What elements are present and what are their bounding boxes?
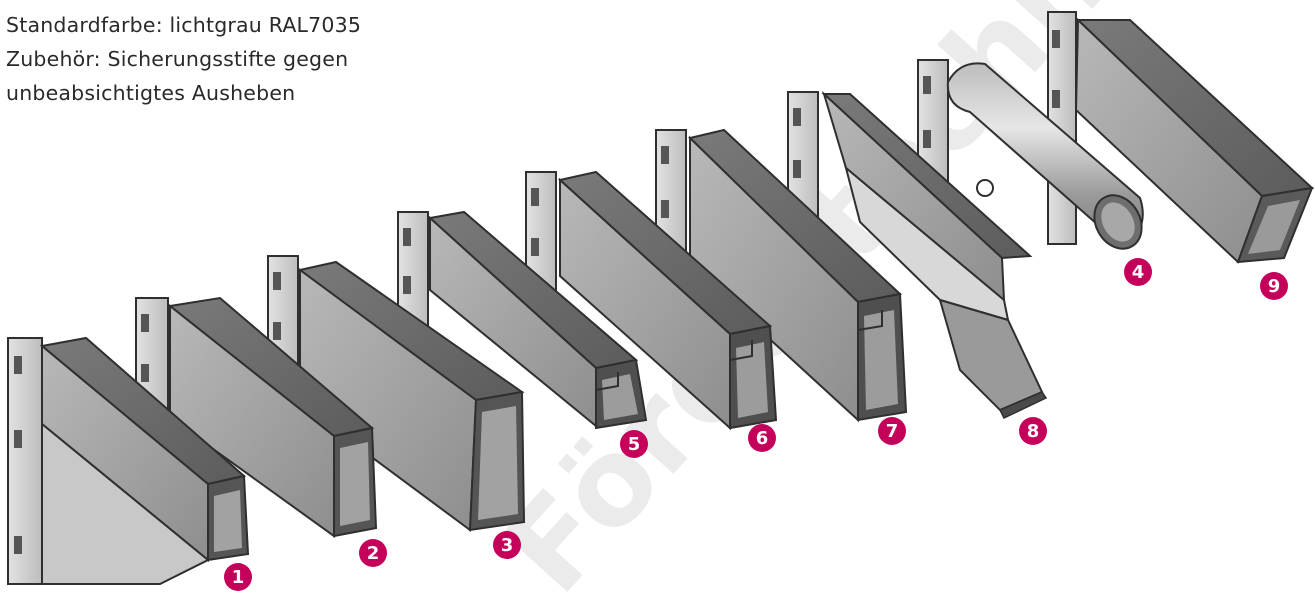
callout-2-label: 2 bbox=[367, 543, 380, 564]
description-line-color: Standardfarbe: lichtgrau RAL7035 bbox=[6, 13, 362, 37]
profile-2-beam bbox=[135, 296, 378, 538]
callout-8-label: 8 bbox=[1027, 421, 1040, 442]
profile-5-beam bbox=[397, 210, 648, 430]
callout-5-label: 5 bbox=[628, 434, 641, 455]
callout-3: 3 bbox=[493, 531, 521, 559]
description-line-accessory-cont: unbeabsichtigtes Ausheben bbox=[6, 81, 296, 105]
callout-7: 7 bbox=[878, 417, 906, 445]
profile-8-beam bbox=[787, 90, 1048, 419]
callout-4: 4 bbox=[1124, 258, 1152, 286]
callout-8: 8 bbox=[1019, 417, 1047, 445]
callout-6-label: 6 bbox=[756, 428, 769, 449]
profile-3-beam bbox=[267, 255, 526, 532]
callout-6: 6 bbox=[748, 424, 776, 452]
profile-1-beam bbox=[7, 336, 250, 585]
description-line-accessory: Zubehör: Sicherungsstifte gegen bbox=[6, 47, 349, 71]
callout-1: 1 bbox=[224, 563, 252, 591]
callout-2: 2 bbox=[359, 539, 387, 567]
callout-5: 5 bbox=[620, 430, 648, 458]
callout-4-label: 4 bbox=[1132, 262, 1145, 283]
profile-9-beam bbox=[1047, 11, 1315, 264]
callout-1-label: 1 bbox=[232, 567, 245, 588]
callout-7-label: 7 bbox=[886, 421, 899, 442]
callout-9-label: 9 bbox=[1268, 276, 1281, 297]
description-text: Standardfarbe: lichtgrau RAL7035 Zubehör… bbox=[6, 8, 361, 110]
callout-3-label: 3 bbox=[501, 535, 514, 556]
callout-9: 9 bbox=[1260, 272, 1288, 300]
